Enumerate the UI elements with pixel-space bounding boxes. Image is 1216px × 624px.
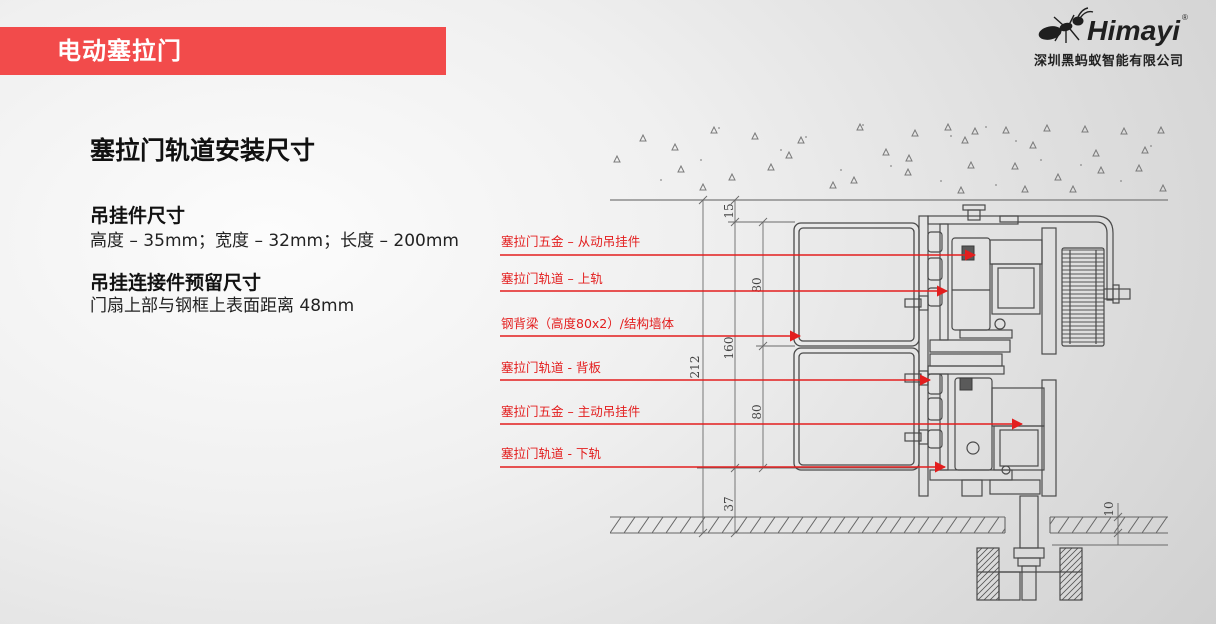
callout-label-lower-rail: 塞拉门轨道 - 下轨 — [501, 446, 601, 461]
driving-hanger-roller — [959, 377, 973, 391]
driven-hanger-body — [951, 237, 991, 331]
ant-head — [1072, 16, 1084, 26]
page-title: 电动塞拉门 — [57, 37, 182, 65]
upper-carriage-top — [989, 239, 1043, 265]
callout-driving-hanger: 塞拉门五金 – 主动吊挂件 — [500, 404, 1024, 430]
callout-steel-beam: 钢背梁（高度80x2）/结构墙体 — [500, 316, 802, 342]
upper-beam — [793, 222, 920, 347]
floor — [610, 516, 1168, 534]
driving-hanger-wheel — [966, 441, 980, 455]
lower-rail-base — [929, 469, 1013, 481]
floor-right-strip — [1050, 517, 1168, 533]
rail-connector — [929, 353, 1003, 367]
door-panel-left — [976, 547, 1000, 601]
pulley-axle-nut — [1112, 284, 1120, 304]
registered-mark: ® — [1182, 13, 1188, 22]
hanger-rod-nut — [1013, 547, 1045, 559]
bottom-screw — [1001, 465, 1011, 475]
hanger-rod — [1019, 495, 1039, 549]
dim-total-height: 212 — [688, 356, 702, 379]
wall-bolt-nut-1 — [918, 295, 929, 311]
header-banner: 电动塞拉门 — [0, 27, 446, 75]
callout-label-upper-rail: 塞拉门轨道 – 上轨 — [501, 271, 603, 286]
ant-legs-antennae — [1053, 7, 1094, 43]
callout-driven-hanger: 塞拉门五金 – 从动吊挂件 — [500, 234, 977, 261]
track-mechanism — [904, 204, 1131, 497]
lower-beam-inner — [798, 352, 915, 466]
pulley-teeth — [1061, 247, 1105, 347]
ant-thorax — [1059, 22, 1073, 32]
lower-side-plate — [1041, 379, 1057, 497]
bottom-carriage-plate — [989, 479, 1041, 495]
upper-rail-base — [929, 339, 1011, 353]
upper-carriage-screw — [994, 318, 1006, 330]
dim-bottom-gap: 37 — [722, 496, 736, 511]
door-frame-bar — [998, 571, 1021, 601]
upper-carriage-inner — [997, 267, 1035, 309]
connector-reserve-heading: 吊挂连接件预留尺寸 — [90, 272, 262, 294]
lower-rail-slot-2 — [927, 397, 943, 421]
company-name: 深圳黑蚂蚁智能有限公司 — [1034, 54, 1184, 69]
dimension-ticks — [698, 195, 768, 538]
callout-back-plate: 塞拉门轨道 - 背板 — [500, 360, 932, 386]
upper-carriage-body — [991, 263, 1041, 315]
floor-left-strip — [610, 517, 1005, 533]
pulley-bracket — [999, 215, 1114, 301]
wall-bolt-nut-2 — [918, 370, 929, 386]
lower-beam — [793, 347, 920, 471]
callout-label-steel-beam: 钢背梁（高度80x2）/结构墙体 — [501, 316, 674, 331]
callout-lower-rail: 塞拉门轨道 - 下轨 — [500, 446, 947, 473]
dim-upper-beam: 80 — [750, 277, 764, 292]
callout-upper-rail: 塞拉门轨道 – 上轨 — [500, 271, 949, 297]
upper-rail-lip — [959, 329, 1013, 339]
lower-carriage-body — [993, 425, 1045, 471]
driven-hanger-roller — [961, 245, 975, 261]
hanger-rod-thread — [1021, 565, 1037, 601]
brand-name: Himayi — [1087, 15, 1181, 46]
hanger-rod-washer — [1017, 557, 1041, 567]
connector-reserve-text: 门扇上部与钢框上表面距离 48mm — [90, 296, 355, 316]
section-title: 塞拉门轨道安装尺寸 — [90, 136, 316, 165]
lower-rail-web — [939, 373, 949, 471]
dim-top-gap: 15 — [722, 203, 736, 218]
dim-lower-beam: 80 — [750, 404, 764, 419]
bottom-guide — [961, 479, 983, 497]
upper-side-plate — [1041, 227, 1057, 355]
lower-rail-flange — [927, 365, 1005, 375]
hanger-size-text: 高度 – 35mm；宽度 – 32mm；长度 – 200mm — [90, 231, 459, 251]
upper-rail-slot-2 — [927, 257, 943, 281]
upper-rail-web — [939, 223, 949, 341]
ant-icon — [1038, 7, 1094, 43]
lower-rail-slot-3 — [927, 429, 943, 449]
pulley-axle-bolt — [1103, 288, 1131, 300]
lower-carriage-top — [991, 387, 1045, 427]
callout-label-driving-hanger: 塞拉门五金 – 主动吊挂件 — [501, 404, 640, 419]
callouts: 塞拉门五金 – 从动吊挂件 塞拉门轨道 – 上轨 钢背梁（高度80x2）/结构墙… — [500, 234, 1024, 473]
lower-carriage-inner — [999, 429, 1039, 467]
callout-label-driven-hanger: 塞拉门五金 – 从动吊挂件 — [501, 234, 640, 249]
door-leaf-connection — [976, 495, 1083, 601]
door-panel-right — [1059, 547, 1083, 601]
ant-abdomen — [1038, 26, 1062, 40]
ceiling-slab — [610, 122, 1168, 201]
wall-bolt-1 — [904, 298, 922, 308]
upper-beam-inner — [798, 227, 915, 342]
back-plate — [918, 215, 929, 497]
wall-bolt-3 — [904, 432, 922, 442]
hanger-size-heading: 吊挂件尺寸 — [90, 205, 186, 227]
upper-rail-slot-1 — [927, 231, 943, 253]
dim-floor-gap: 10 — [1102, 501, 1116, 516]
callout-label-back-plate: 塞拉门轨道 - 背板 — [501, 360, 601, 375]
top-bolt-head — [962, 204, 986, 211]
steel-back-beam — [793, 222, 920, 471]
concrete-aggregate-marks — [613, 122, 1167, 194]
wall-bolt-nut-3 — [918, 429, 929, 445]
company-logo: Himayi ® — [1038, 7, 1188, 46]
dim-beam-height: 160 — [722, 337, 736, 360]
upper-rail-flange — [927, 215, 1019, 225]
top-bolt — [967, 209, 981, 221]
